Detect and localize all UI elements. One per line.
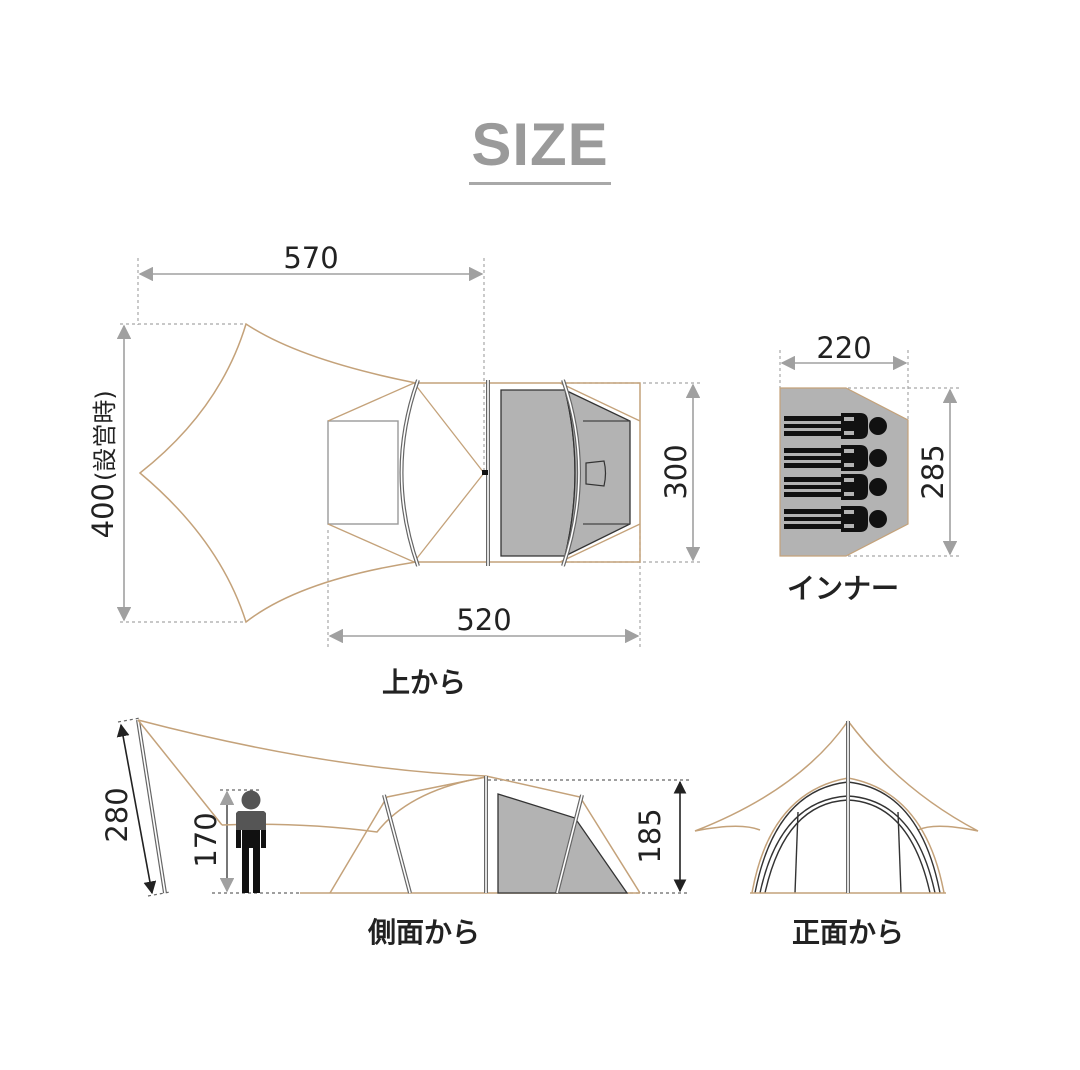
fly-outline-side <box>137 719 641 894</box>
caption-inner-view: インナー <box>787 572 899 605</box>
front-view: 正面から <box>694 720 979 949</box>
top-view: 570 400 (設営時) 520 300 <box>86 241 701 699</box>
dim-label-220: 220 <box>816 331 871 365</box>
caption-top-view: 上から <box>382 666 466 699</box>
pole-joint <box>482 470 488 475</box>
fly-outline <box>138 322 641 624</box>
dim-label-400: 400 <box>86 483 120 538</box>
guy-lines-top <box>327 382 641 563</box>
dim-label-280: 280 <box>100 787 134 842</box>
dim-label-400-note: (設営時) <box>91 390 119 481</box>
dim-label-300: 300 <box>659 444 693 499</box>
vestibule-panel <box>327 420 399 525</box>
inner-tent-side <box>497 793 629 894</box>
dim-label-170: 170 <box>189 812 223 867</box>
page-title-wrap: SIZE <box>0 112 1080 185</box>
dim-label-520: 520 <box>456 603 511 637</box>
fly-outline-front <box>694 720 979 894</box>
caption-front-view: 正面から <box>792 916 904 949</box>
side-view: 280 170 185 <box>100 717 690 949</box>
caption-side-view: 側面から <box>367 916 480 949</box>
dim-label-285: 285 <box>916 444 950 499</box>
door-pocket <box>585 460 607 487</box>
dim-label-400-group: 400 (設営時) <box>86 390 120 538</box>
inner-tent-top <box>500 389 576 557</box>
dim-line-280 <box>116 723 157 895</box>
person-standing-icon <box>236 790 266 893</box>
dim-label-185: 185 <box>633 808 667 863</box>
inner-view: 220 285 インナー <box>779 331 960 605</box>
dim-label-570: 570 <box>283 241 338 275</box>
page-title: SIZE <box>469 112 611 185</box>
